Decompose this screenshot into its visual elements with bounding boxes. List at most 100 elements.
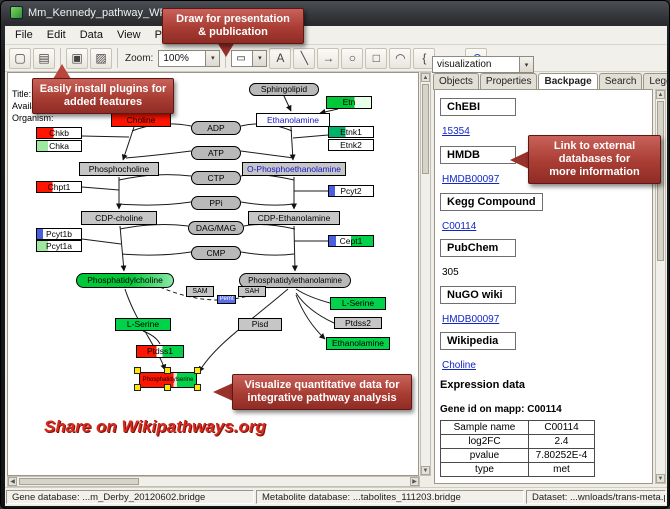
table-cell: type [440, 462, 529, 477]
expression-data-header: Expression data [440, 379, 525, 391]
selection-handle[interactable] [164, 367, 171, 374]
node-phosphocholine[interactable]: Phosphocholine [79, 162, 159, 176]
node-chka[interactable]: Chka [36, 140, 82, 152]
chevron-down-icon[interactable]: ▾ [519, 57, 533, 72]
callout-visualize-data: Visualize quantitative data for integrat… [232, 374, 412, 410]
scroll-down-icon[interactable]: ▼ [421, 466, 430, 475]
node-etnk1[interactable]: Etnk1 [328, 126, 374, 138]
node-ethanolamine-right[interactable]: Ethanolamine [326, 337, 390, 350]
node-cmp[interactable]: CMP [191, 246, 241, 260]
scroll-down-icon[interactable]: ▼ [656, 474, 665, 483]
node-etn[interactable]: Etn [326, 96, 372, 109]
selection-handle[interactable] [164, 384, 171, 391]
rect-tool-icon[interactable]: □ [365, 47, 388, 69]
scroll-right-icon[interactable]: ▶ [410, 477, 419, 486]
zoom-label: Zoom: [125, 52, 154, 64]
chebi-link[interactable]: 15354 [442, 126, 470, 137]
tab-properties[interactable]: Properties [479, 73, 538, 90]
visualization-value: visualization [437, 59, 492, 70]
table-cell: 7.80252E-4 [528, 448, 595, 463]
line-tool-icon[interactable]: ╲ [293, 47, 316, 69]
chevron-down-icon[interactable]: ▾ [205, 50, 220, 66]
node-l-serine-left[interactable]: L-Serine [115, 318, 171, 331]
zoom-value: 100% [163, 52, 189, 64]
node-phosphatidylcholine[interactable]: Phosphatidylcholine [76, 273, 174, 288]
tab-objects[interactable]: Objects [433, 73, 479, 90]
menu-data[interactable]: Data [79, 29, 103, 41]
node-etnk2[interactable]: Etnk2 [328, 139, 374, 151]
new-file-icon[interactable]: ▢ [9, 47, 31, 69]
scroll-left-icon[interactable]: ◀ [8, 477, 17, 486]
node-pemt[interactable]: Pemt [217, 295, 236, 304]
kegg-link[interactable]: C00114 [442, 221, 477, 232]
chevron-down-icon[interactable]: ▾ [252, 50, 267, 66]
scrollbar-thumb[interactable] [422, 84, 429, 174]
status-dataset: Dataset: ...wnloads/trans-meta.pgex [526, 490, 666, 504]
node-pisd[interactable]: Pisd [238, 318, 282, 331]
callout-arrow-down [217, 42, 235, 57]
menu-view[interactable]: View [116, 29, 141, 41]
node-l-serine-right[interactable]: L-Serine [330, 297, 386, 310]
node-choline[interactable]: Choline [111, 113, 171, 127]
copy-icon[interactable]: ▣ [66, 47, 88, 69]
node-dag-mag[interactable]: DAG/MAG [188, 221, 244, 235]
tool-bar: ▢ ▤ ▣ ▨ Zoom: 100% ▾ ▭ ▾ A ╲ → ○ □ ◠ { ↶ [5, 45, 667, 72]
callout-draw-presentation: Draw for presentation & publication [162, 8, 304, 44]
datanode-dropdown[interactable]: ▭ ▾ [231, 49, 268, 67]
node-atp[interactable]: ATP [191, 146, 241, 160]
node-sam[interactable]: SAM [186, 286, 214, 297]
arc-tool-icon[interactable]: ◠ [389, 47, 412, 69]
node-sah[interactable]: SAH [238, 286, 266, 297]
status-bar: Gene database: ...m_Derby_20120602.bridg… [5, 487, 667, 505]
label-tool-icon[interactable]: A [269, 47, 292, 69]
node-adp[interactable]: ADP [191, 121, 241, 135]
save-icon[interactable]: ▤ [33, 47, 55, 69]
tab-search[interactable]: Search [598, 73, 643, 90]
nugo-link[interactable]: HMDB00097 [442, 314, 500, 325]
canvas-vertical-scrollbar[interactable]: ▲ ▼ [420, 72, 431, 476]
node-o-phosphoethanolamine[interactable]: O-Phosphoethanolamine [242, 162, 346, 176]
table-cell: Sample name [440, 420, 529, 435]
node-chpt1[interactable]: Chpt1 [36, 181, 82, 193]
menu-edit[interactable]: Edit [46, 29, 66, 41]
paste-icon[interactable]: ▨ [90, 47, 112, 69]
wikipedia-link[interactable]: Choline [442, 360, 476, 371]
node-pcyt2[interactable]: Pcyt2 [328, 185, 374, 197]
node-cdp-ethanolamine[interactable]: CDP-Ethanolamine [248, 211, 340, 225]
pathway-canvas[interactable]: Title: Availability: Organism: [7, 72, 419, 476]
panel-tabs: Objects Properties Backpage Search Legen… [433, 73, 667, 90]
menu-file[interactable]: File [15, 29, 33, 41]
visualization-dropdown[interactable]: visualization ▾ [432, 56, 534, 73]
zoom-combobox[interactable]: 100% ▾ [158, 49, 221, 67]
canvas-horizontal-scrollbar[interactable]: ◀ ▶ [7, 476, 420, 487]
window-body: File Edit Data View Plugins Help ▢ ▤ ▣ ▨… [5, 26, 667, 506]
callout-install-plugins: Easily install plugins for added feature… [32, 78, 174, 114]
node-ptdss2[interactable]: Ptdss2 [334, 317, 382, 329]
node-cdp-choline[interactable]: CDP-choline [81, 211, 157, 225]
node-cept1[interactable]: Cept1 [328, 235, 374, 247]
share-annotation: Share on Wikipathways.org [44, 417, 266, 436]
scrollbar-thumb[interactable] [19, 478, 139, 485]
tab-backpage[interactable]: Backpage [538, 73, 598, 90]
node-chkb[interactable]: Chkb [36, 127, 82, 139]
selection-handle[interactable] [134, 384, 141, 391]
node-phosphatidylethanolamine[interactable]: Phosphatidylethanolamine [239, 273, 351, 288]
scroll-up-icon[interactable]: ▲ [421, 73, 430, 82]
arrow-tool-icon[interactable]: → [317, 47, 340, 69]
section-header-kegg: Kegg Compound [440, 193, 543, 211]
hmdb-link[interactable]: HMDB00097 [442, 174, 500, 185]
node-ethanolamine-top[interactable]: Ethanolamine [256, 113, 330, 127]
node-ppi[interactable]: PPi [191, 196, 241, 210]
node-pcyt1a[interactable]: Pcyt1a [36, 240, 82, 252]
node-ctp[interactable]: CTP [191, 171, 241, 185]
scroll-up-icon[interactable]: ▲ [656, 90, 665, 99]
tab-legend[interactable]: Legend [643, 73, 667, 90]
node-sphingolipid[interactable]: Sphingolipid [249, 83, 319, 96]
selection-handle[interactable] [194, 367, 201, 374]
node-ptdss1[interactable]: Ptdss1 [136, 345, 184, 358]
selection-handle[interactable] [134, 367, 141, 374]
oval-tool-icon[interactable]: ○ [341, 47, 364, 69]
node-pcyt1b[interactable]: Pcyt1b [36, 228, 82, 240]
selection-handle[interactable] [194, 384, 201, 391]
